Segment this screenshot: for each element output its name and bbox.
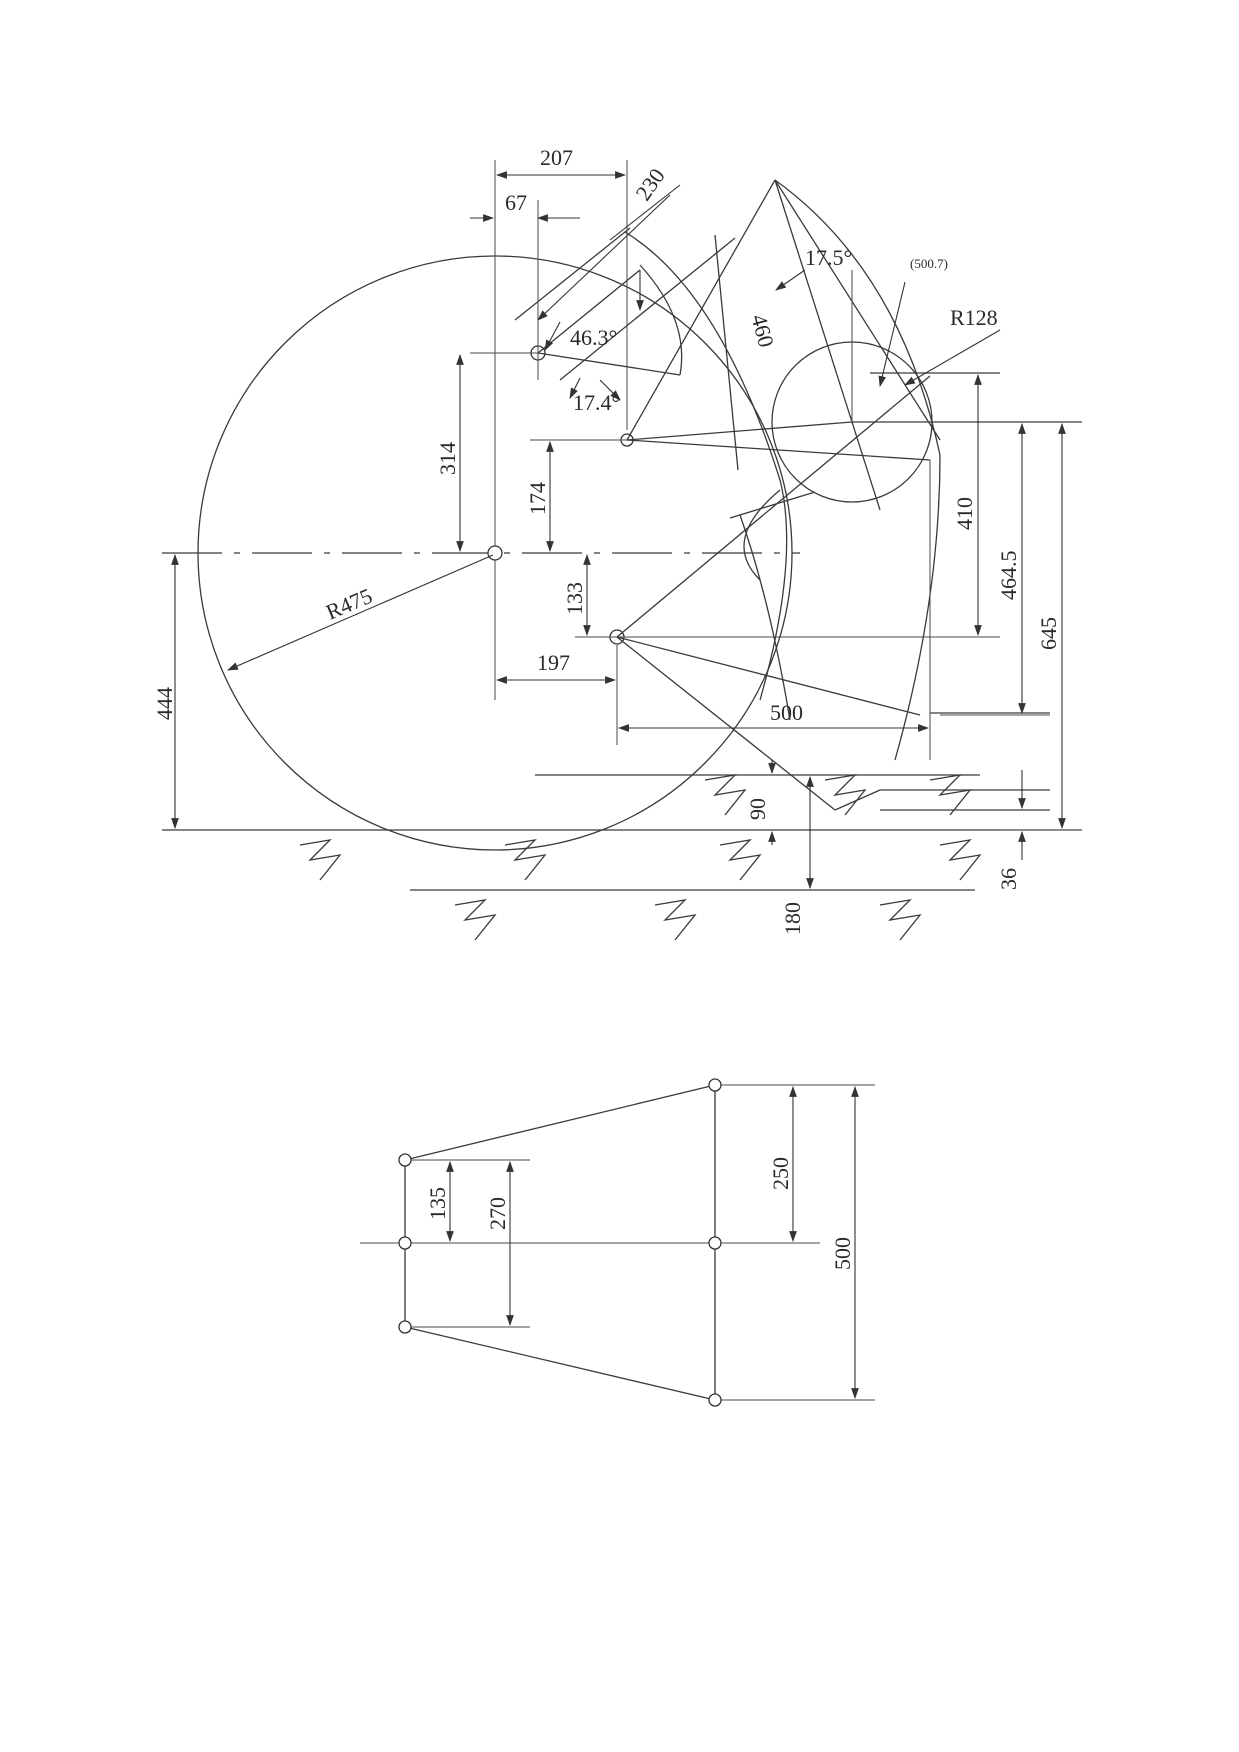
dim-645: 645 xyxy=(1036,617,1061,650)
bottom-point-bottom-left xyxy=(398,1320,412,1334)
arcs xyxy=(624,179,941,761)
dim-230: 230 xyxy=(630,164,669,205)
radius-r128: R128 xyxy=(950,305,998,330)
bottom-point-mid-right xyxy=(708,1236,722,1250)
dim-133: 133 xyxy=(562,582,587,615)
bottom-point-top-left xyxy=(398,1153,412,1167)
dim-410: 410 xyxy=(952,497,977,530)
dim-270: 270 xyxy=(485,1197,510,1230)
dim-36: 36 xyxy=(996,868,1021,890)
ground-hatch xyxy=(299,774,982,941)
bottom-dimension-lines xyxy=(446,1085,859,1400)
dim-500: 500 xyxy=(770,700,803,725)
linkage xyxy=(514,179,1082,811)
top-view: 207 230 67 46.3° 17.4° 17.5° 460 (500.7)… xyxy=(152,145,1082,941)
dim-464-5: 464.5 xyxy=(996,551,1021,601)
dim-460: 460 xyxy=(746,312,779,350)
dim-197: 197 xyxy=(537,650,570,675)
dim-250: 250 xyxy=(768,1157,793,1190)
dim-207: 207 xyxy=(540,145,573,170)
bottom-point-top-right xyxy=(708,1078,722,1092)
dim-90: 90 xyxy=(745,798,770,820)
bottom-point-mid-left xyxy=(398,1236,412,1250)
bottom-extension-lines xyxy=(405,1084,875,1401)
dim-444: 444 xyxy=(152,687,177,720)
pivot-wheel-center xyxy=(487,545,503,561)
radius-r475: R475 xyxy=(322,583,376,625)
angle-17-4: 17.4° xyxy=(573,390,620,415)
bottom-view: 135 270 250 500 xyxy=(360,1078,875,1407)
angle-17-5: 17.5° xyxy=(805,245,852,270)
dim-180: 180 xyxy=(780,902,805,935)
dim-500-7: (500.7) xyxy=(910,256,948,271)
angle-46-3: 46.3° xyxy=(570,325,617,350)
dim-500-bottom: 500 xyxy=(830,1237,855,1270)
bottom-point-bottom-right xyxy=(708,1393,722,1407)
dim-135: 135 xyxy=(425,1187,450,1220)
dim-314: 314 xyxy=(435,442,460,475)
dim-174: 174 xyxy=(525,482,550,515)
dim-67: 67 xyxy=(505,190,527,215)
extension-lines xyxy=(470,160,1082,831)
dimension-lines xyxy=(171,171,1066,890)
